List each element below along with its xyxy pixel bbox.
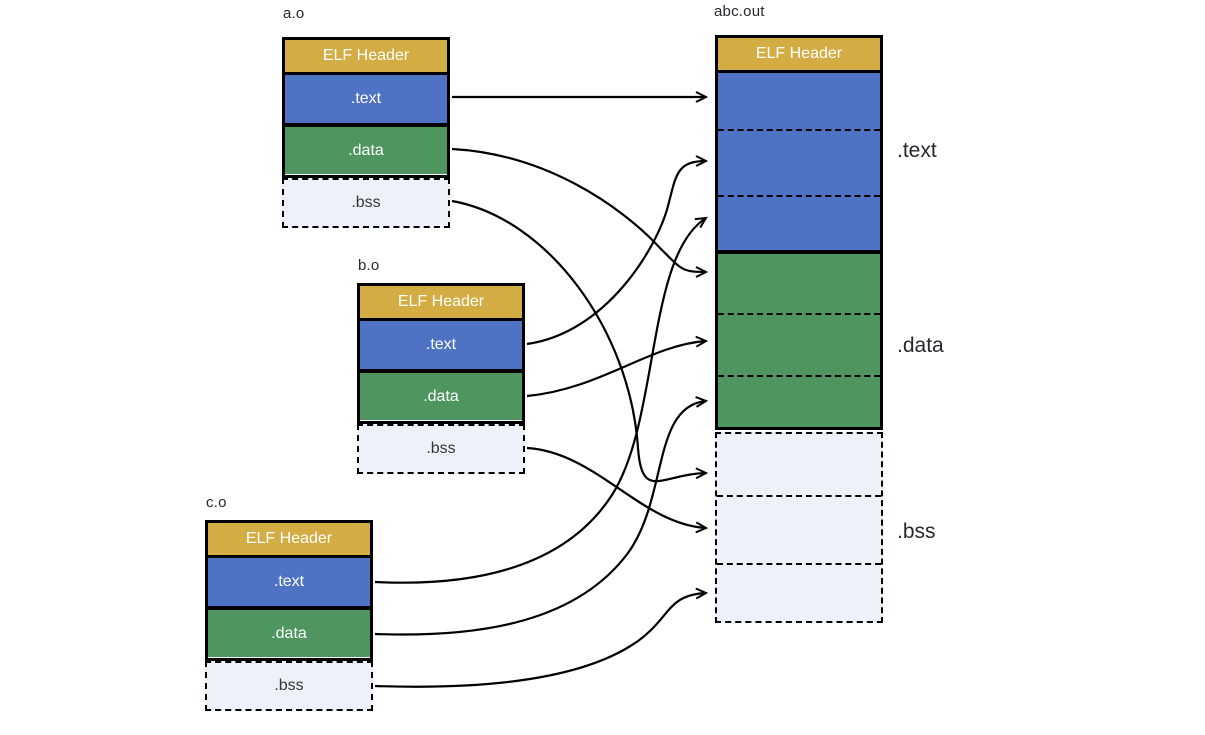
a-data-label: .data <box>348 141 384 159</box>
a-bss-section: .bss <box>282 178 450 228</box>
c-elf-header-section: ELF Header <box>208 523 370 555</box>
b-text-label: .text <box>425 336 457 353</box>
output-box: ELF Header <box>715 35 883 430</box>
file-box-a: ELF Header .text .data <box>282 37 450 178</box>
a-elf-header-label: ELF Header <box>322 47 410 64</box>
a-bss-label: .bss <box>351 194 381 211</box>
out-elf-header-section: ELF Header <box>718 38 880 70</box>
out-bss-slot-2 <box>717 497 881 565</box>
out-data-slot-2 <box>718 315 880 377</box>
c-bss-section: .bss <box>205 661 373 711</box>
b-bss-label: .bss <box>426 440 456 457</box>
out-text-slot-3 <box>718 197 880 250</box>
b-data-label: .data <box>423 387 459 405</box>
b-data-section: .data <box>360 369 522 420</box>
a-text-section: .text <box>285 72 447 123</box>
c-bss-label: .bss <box>274 677 304 694</box>
c-data-label: .data <box>271 624 307 642</box>
arrow-b-data-to-out-data-2 <box>526 341 706 398</box>
arrow-b-text-to-out-text-2 <box>526 161 706 346</box>
file-box-b: ELF Header .text .data <box>357 283 525 424</box>
out-data-region <box>718 250 880 427</box>
out-text-region <box>718 70 880 250</box>
b-bss-section: .bss <box>357 424 525 474</box>
out-text-region-label: .text <box>897 139 937 162</box>
c-elf-header-label: ELF Header <box>245 530 333 547</box>
out-bss-slot-1 <box>717 434 881 497</box>
out-bss-slot-3 <box>717 565 881 621</box>
out-data-slot-3 <box>718 377 880 427</box>
a-elf-header-section: ELF Header <box>285 40 447 72</box>
arrow-a-data-to-out-data-1 <box>451 147 706 272</box>
a-data-section: .data <box>285 123 447 174</box>
out-elf-header-label: ELF Header <box>755 45 843 62</box>
arrow-b-bss-to-out-bss-2 <box>526 446 706 528</box>
file-title-a: a.o <box>283 5 305 22</box>
b-elf-header-label: ELF Header <box>397 293 485 310</box>
b-text-section: .text <box>360 318 522 369</box>
out-bss-region <box>715 432 883 623</box>
c-text-label: .text <box>273 573 305 590</box>
file-title-c: c.o <box>206 494 227 511</box>
out-bss-region-label: .bss <box>897 520 936 543</box>
a-text-label: .text <box>350 90 382 107</box>
c-data-section: .data <box>208 606 370 657</box>
out-data-slot-1 <box>718 254 880 315</box>
arrow-c-bss-to-out-bss-3 <box>374 593 706 688</box>
file-title-b: b.o <box>358 257 380 274</box>
output-title: abc.out <box>714 3 765 20</box>
out-text-slot-2 <box>718 131 880 197</box>
out-text-slot-1 <box>718 73 880 131</box>
b-elf-header-section: ELF Header <box>360 286 522 318</box>
file-box-c: ELF Header .text .data <box>205 520 373 661</box>
c-text-section: .text <box>208 555 370 606</box>
out-data-region-label: .data <box>897 334 944 357</box>
